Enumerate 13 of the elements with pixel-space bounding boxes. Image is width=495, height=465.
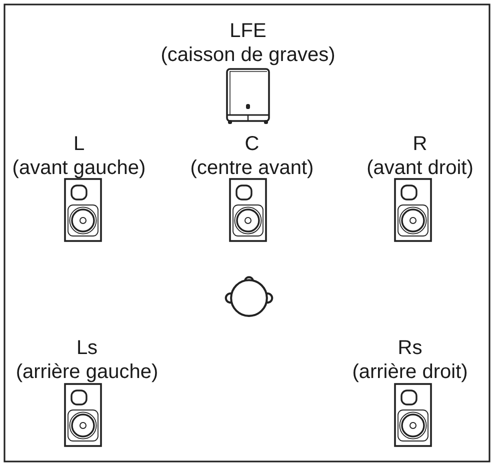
- channel-label: Ls: [76, 336, 98, 360]
- channel-label: C: [244, 132, 260, 156]
- channel-description: (caisson de graves): [160, 43, 336, 67]
- channel-description: (arrière gauche): [16, 360, 158, 384]
- channel-label: LFE: [230, 19, 266, 43]
- head-icon: [222, 275, 276, 318]
- channel-description: (centre avant): [190, 156, 314, 180]
- channel-description: (avant droit): [366, 156, 474, 180]
- channel-label: L: [73, 132, 85, 156]
- channel-description: (arrière droit): [352, 360, 468, 384]
- channel-label: Rs: [398, 336, 422, 360]
- channel-description: (avant gauche): [12, 156, 146, 180]
- channel-label: R: [412, 132, 428, 156]
